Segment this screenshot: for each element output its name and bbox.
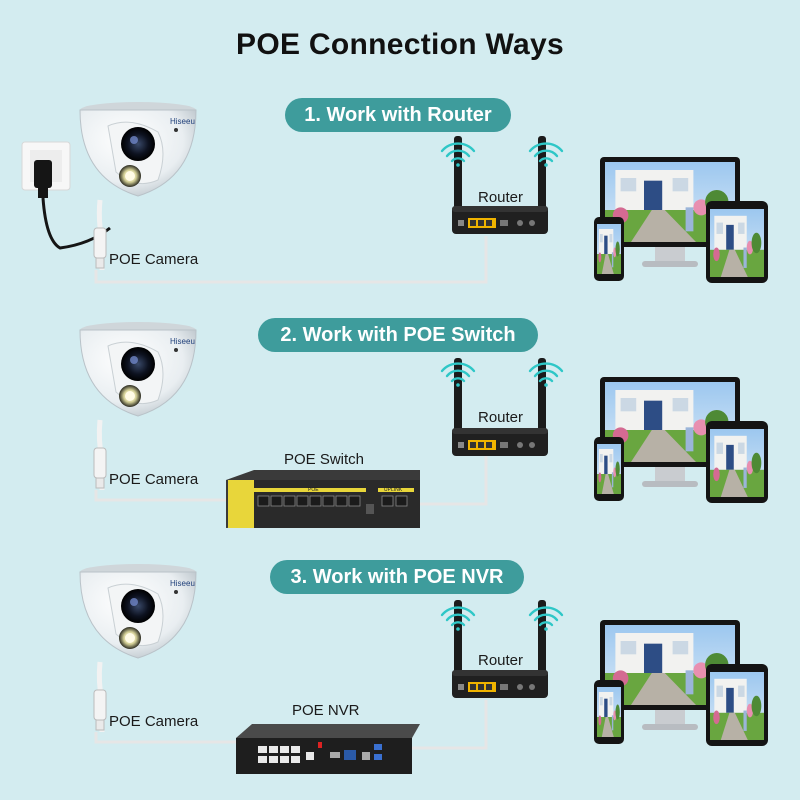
- camera-brand-logo: Hiseeu: [170, 337, 195, 346]
- nvr-icon: [236, 724, 420, 774]
- section-3-heading: 3. Work with POE NVR: [270, 560, 524, 594]
- ethernet-cable: [94, 732, 236, 744]
- switch-uplink-label: UPLINK: [384, 487, 403, 493]
- section-1-heading: 1. Work with Router: [285, 98, 511, 132]
- router-icon: [452, 136, 548, 234]
- poe-switch-icon: [226, 470, 420, 528]
- router-label-2: Router: [478, 409, 524, 426]
- camera-label-1: POE Camera: [109, 251, 199, 268]
- switch-label: POE Switch: [284, 451, 365, 468]
- ethernet-cable: [412, 700, 488, 750]
- monitor-icon: [594, 157, 768, 283]
- ethernet-cable: [94, 490, 226, 502]
- page-title: POE Connection Ways: [236, 28, 564, 61]
- router-label-3: Router: [478, 652, 524, 669]
- router-label-1: Router: [478, 189, 524, 206]
- ethernet-cable: [94, 236, 488, 284]
- camera-brand-logo: Hiseeu: [170, 117, 195, 126]
- camera-brand-logo: Hiseeu: [170, 579, 195, 588]
- camera-label-2: POE Camera: [109, 471, 199, 488]
- router-icon: [452, 600, 548, 698]
- monitor-icon: [594, 620, 768, 746]
- ethernet-cable: [420, 456, 488, 506]
- monitor-icon: [594, 377, 768, 503]
- switch-poe-label: POE: [308, 487, 319, 493]
- section-2-heading: 2. Work with POE Switch: [258, 318, 538, 352]
- nvr-label: POE NVR: [292, 702, 360, 719]
- camera-label-3: POE Camera: [109, 713, 199, 730]
